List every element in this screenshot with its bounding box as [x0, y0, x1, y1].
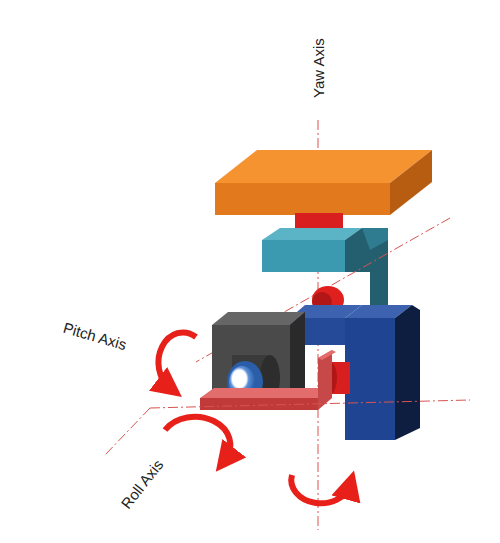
pitch-rotation-arrow — [158, 332, 196, 388]
axis-label: Roll Axis — [118, 456, 167, 512]
roll-axis-line — [150, 400, 470, 408]
roll-rotation-arrow — [165, 417, 230, 460]
top-plate — [215, 150, 432, 215]
roll-axis-line — [105, 408, 150, 455]
roll-arm — [290, 305, 420, 440]
axis-label: Yaw Axis — [310, 38, 327, 98]
yaw-rotation-arrow — [291, 475, 350, 503]
camera-bracket — [200, 350, 336, 410]
axis-label: Pitch Axis — [61, 319, 128, 353]
